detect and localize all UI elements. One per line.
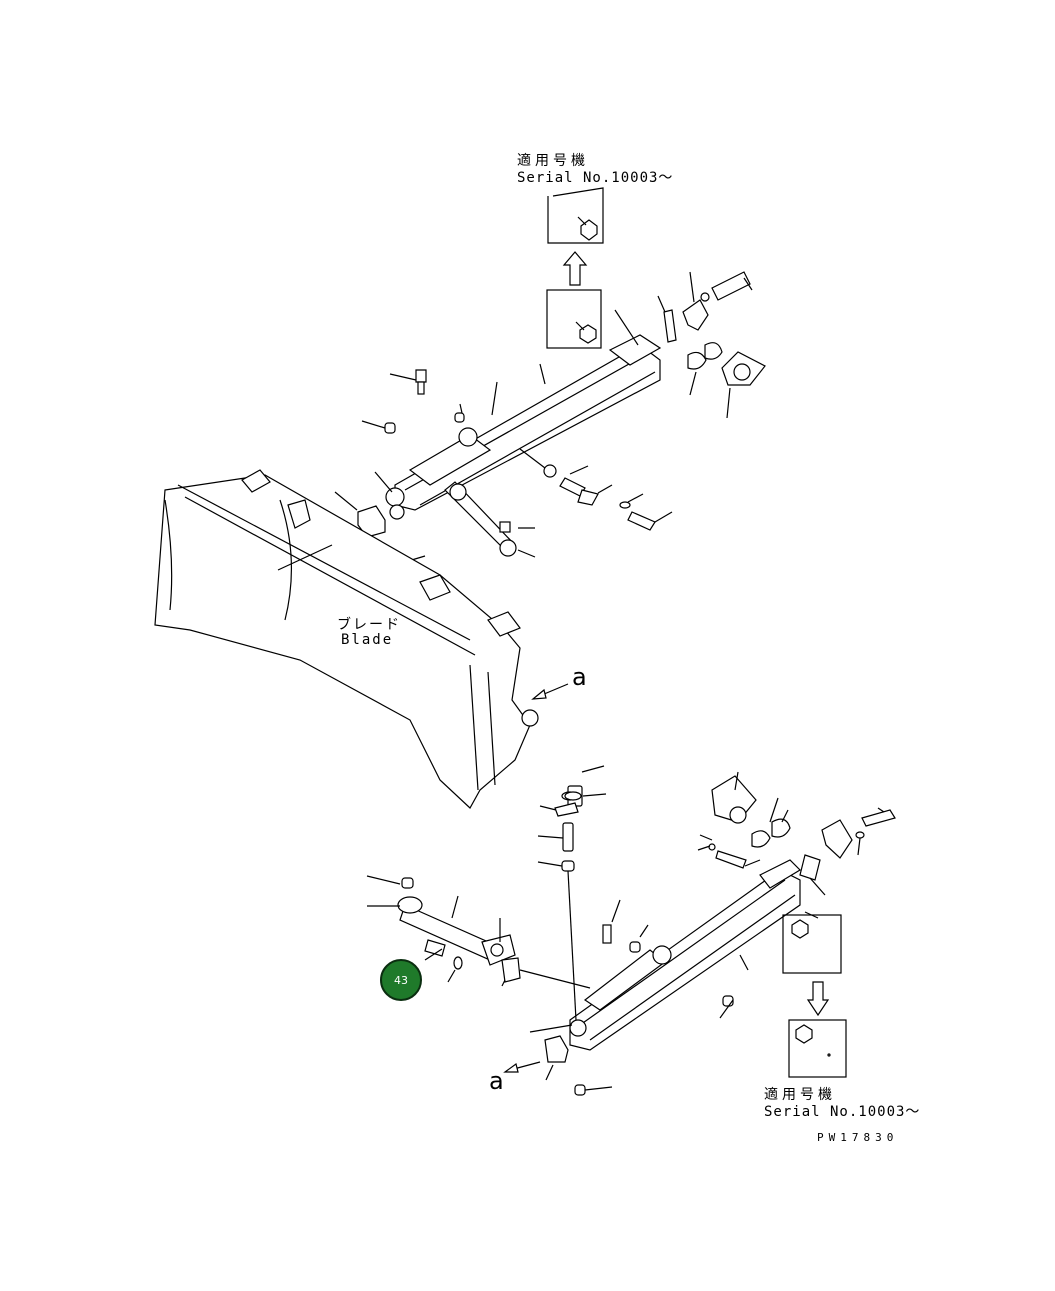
part-callout-43[interactable]: 43 [380, 959, 422, 1001]
bottom-serial-jp: 適用号機 [764, 1087, 836, 1103]
blade-label-jp: ブレード [337, 617, 401, 633]
top-right-parts [519, 271, 766, 531]
bottom-right-parts [697, 771, 896, 896]
top-serial-jp: 適用号機 [517, 153, 589, 169]
bottom-detail-box [782, 911, 847, 1078]
bottom-arm [366, 765, 801, 1096]
bottom-serial-en: Serial No.10003～ [764, 1104, 921, 1120]
top-detail-box [547, 187, 604, 244]
ref-arrows [503, 683, 569, 1073]
top-square-box [546, 289, 602, 349]
view-ref-bottom: a [489, 1067, 504, 1095]
top-arm [334, 309, 662, 567]
top-serial-en: Serial No.10003～ [517, 170, 674, 186]
blade-outline [154, 469, 539, 809]
blade-label-en: Blade [341, 632, 394, 648]
view-ref-top: a [572, 663, 587, 691]
up-arrow [562, 251, 588, 286]
drawing-code: PW17830 [817, 1131, 899, 1144]
